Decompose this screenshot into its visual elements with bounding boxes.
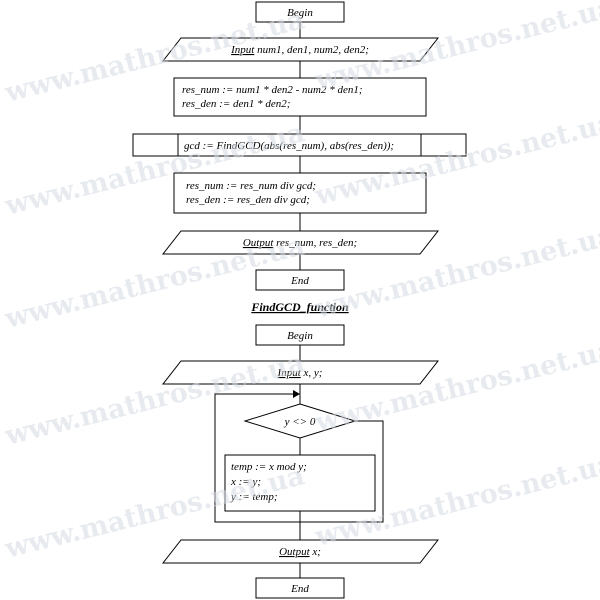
watermark: www.mathros.net.ua	[311, 107, 600, 212]
calc-line: res_den := res_den div gcd;	[186, 194, 310, 206]
output-keyword: Output	[243, 237, 275, 249]
end-label: End	[290, 275, 309, 287]
calc-line: res_den := den1 * den2;	[182, 98, 290, 110]
loop-arrowhead	[293, 390, 300, 398]
function-output-keyword: Output	[279, 546, 311, 558]
function-end-terminator	[255, 577, 345, 599]
function-input-text: Input x, y;	[277, 367, 323, 379]
function-begin-terminator	[255, 324, 345, 346]
function-output-args: x;	[310, 546, 321, 558]
calc-line: res_num := res_num div gcd;	[186, 180, 316, 192]
loop-body-line: temp := x mod y;	[231, 461, 307, 473]
calc-line: res_num := num1 * den2 - num2 * den1;	[182, 84, 363, 96]
gcd-subroutine-block	[132, 133, 467, 157]
function-begin-label: Begin	[287, 330, 313, 342]
loop-condition-diamond	[243, 403, 357, 439]
loop-body-line: x := y;	[230, 476, 261, 488]
input-parallelogram	[161, 37, 440, 62]
loop-back-line	[214, 393, 301, 523]
loop-body-block	[224, 454, 376, 512]
output-parallelogram	[161, 230, 440, 255]
function-title: FindGCD_function	[250, 300, 349, 314]
division-block	[173, 172, 427, 214]
function-input-args: x, y;	[301, 367, 323, 379]
end-terminator	[255, 269, 345, 291]
begin-label: Begin	[287, 7, 313, 19]
output-args: res_num, res_den;	[273, 237, 357, 249]
gcd-call-text: gcd := FindGCD(abs(res_num), abs(res_den…	[184, 140, 394, 152]
output-text: Output res_num, res_den;	[243, 237, 357, 249]
function-input-parallelogram	[161, 360, 440, 385]
loop-exit-line	[300, 420, 384, 523]
calculation-block	[173, 77, 427, 117]
begin-terminator	[255, 1, 345, 23]
function-output-text: Output x;	[279, 546, 321, 558]
loop-body-line: y := temp;	[230, 491, 278, 503]
loop-condition-label: y <> 0	[284, 416, 316, 428]
function-end-label: End	[290, 583, 309, 595]
watermark: www.mathros.net.ua	[311, 334, 600, 439]
function-output-parallelogram	[161, 539, 440, 564]
input-args: num1, den1, num2, den2;	[254, 44, 369, 56]
input-text: Input num1, den1, num2, den2;	[230, 44, 369, 56]
input-keyword: Input	[230, 44, 255, 56]
function-input-keyword: Input	[277, 367, 302, 379]
watermark: www.mathros.net.ua	[1, 347, 308, 452]
